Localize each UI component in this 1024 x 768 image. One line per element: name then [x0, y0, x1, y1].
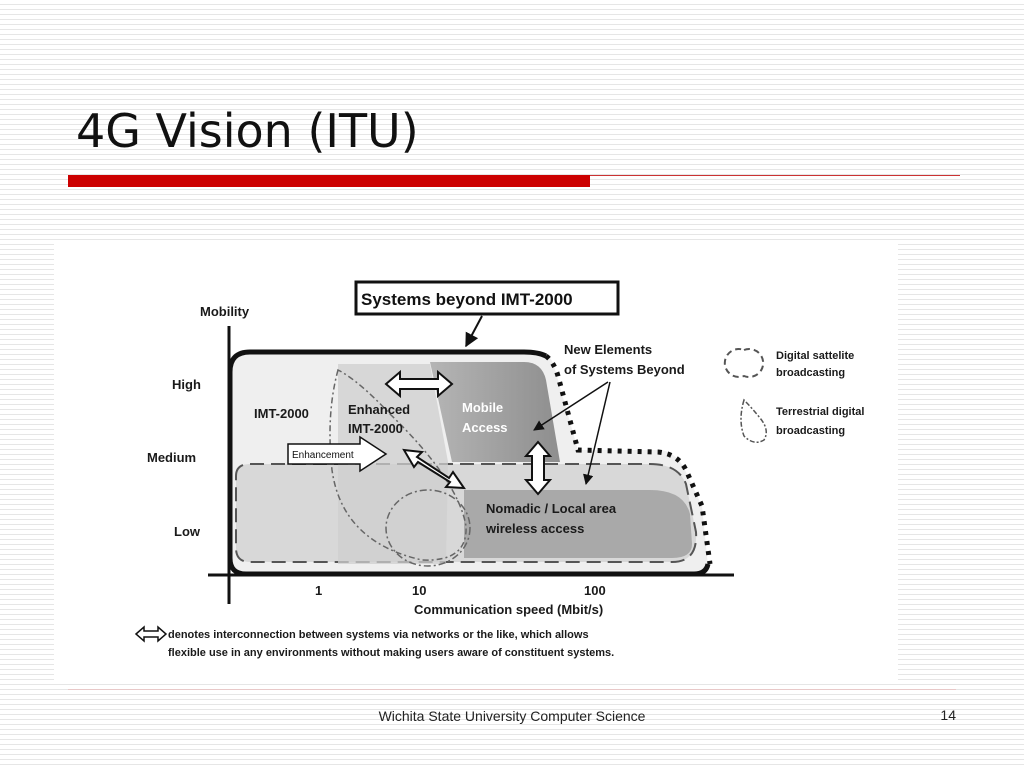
mobility-label-low: Low — [174, 524, 201, 539]
header-box — [354, 280, 620, 316]
enhanced-label-2: IMT-2000 — [348, 421, 403, 436]
header-box-label: Systems beyond IMT-2000 — [361, 290, 573, 309]
mobile-label-2: Access — [462, 420, 508, 435]
legend-terrestrial-icon — [740, 398, 767, 443]
legend-terrestrial-label-2: broadcasting — [776, 425, 845, 437]
page-number: 14 — [940, 707, 956, 723]
new-elements-label-2: of Systems Beyond — [564, 362, 685, 377]
interconnection-arrow-vertical — [523, 440, 553, 496]
mobility-label-high: High — [172, 377, 201, 392]
enhancement-arrow — [287, 435, 388, 473]
legend-satellite-icon — [723, 348, 765, 378]
legend-satellite-label-1: Digital sattelite — [776, 350, 854, 362]
header-pointer-arrow — [465, 315, 483, 348]
enhanced-imt2000-region — [338, 364, 448, 564]
nomadic-region-shade — [464, 490, 692, 558]
itu-4g-vision-diagram: Mobility High Medium Low 1 10 100 Commun… — [54, 244, 898, 684]
slide-title: 4G Vision (ITU) — [76, 104, 419, 158]
caption-arrow-icon — [134, 625, 168, 643]
mobile-access-region — [430, 362, 560, 462]
footer-divider — [68, 689, 956, 690]
nomadic-label-1: Nomadic / Local area — [486, 501, 617, 516]
speed-tick-100: 100 — [584, 583, 606, 598]
legend-satellite-label-2: broadcasting — [776, 367, 845, 379]
nomadic-label-2: wireless access — [485, 521, 584, 536]
diagram-canvas: Mobility High Medium Low 1 10 100 Commun… — [134, 280, 864, 659]
systems-beyond-dotted-edge — [544, 354, 713, 565]
y-axis-title: Mobility — [200, 304, 250, 319]
caption-line-1: denotes interconnection between systems … — [168, 629, 589, 641]
enhancement-arrow-label: Enhancement — [292, 450, 354, 461]
mobility-label-medium: Medium — [147, 450, 196, 465]
title-underline-thick — [68, 175, 590, 187]
caption-line-2: flexible use in any environments without… — [168, 647, 614, 659]
footer-institution: Wichita State University Computer Scienc… — [378, 708, 646, 724]
satellite-broadcast-ellipse — [385, 489, 471, 567]
enhanced-label-1: Enhanced — [348, 402, 410, 417]
x-axis-title: Communication speed (Mbit/s) — [414, 602, 603, 617]
interconnection-arrow-horizontal — [384, 369, 454, 399]
new-elements-label-1: New Elements — [564, 342, 652, 357]
new-elements-arrow-mobile — [533, 381, 609, 431]
interconnection-arrow-diagonal — [402, 448, 466, 490]
imt2000-label: IMT-2000 — [254, 406, 309, 421]
speed-tick-1: 1 — [315, 583, 322, 598]
title-underline-thin — [590, 175, 960, 176]
mobile-label-1: Mobile — [462, 400, 503, 415]
legend-terrestrial-label-1: Terrestrial digital — [776, 406, 864, 418]
new-elements-arrow-nomadic — [583, 381, 611, 486]
speed-tick-10: 10 — [412, 583, 426, 598]
